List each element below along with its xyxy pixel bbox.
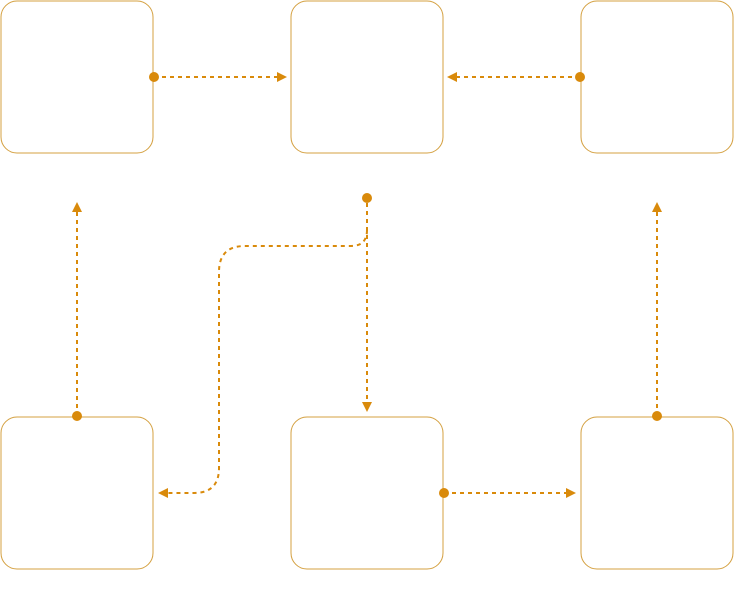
- edge-bottom-center-to-bottom-right: [439, 488, 576, 498]
- box-top-left[interactable]: [0, 0, 154, 154]
- box-top-right[interactable]: [580, 0, 734, 154]
- edge-start-dot: [72, 411, 82, 421]
- edge-junction-to-bottom-left: [158, 229, 368, 498]
- edge-top-right-to-top-center: [447, 72, 585, 82]
- edge-start-dot: [439, 488, 449, 498]
- box-bottom-center[interactable]: [290, 416, 444, 570]
- edge-start-dot: [575, 72, 585, 82]
- edge-start-dot: [652, 411, 662, 421]
- edge-bottom-right-to-top-right: [652, 202, 662, 421]
- box-bottom-right[interactable]: [580, 416, 734, 570]
- edge-top-left-to-top-center: [149, 72, 287, 82]
- edge-start-dot: [149, 72, 159, 82]
- box-top-center[interactable]: [290, 0, 444, 154]
- box-bottom-left[interactable]: [0, 416, 154, 570]
- edge-bottom-left-to-top-left: [72, 202, 82, 421]
- junction-dot: [362, 193, 372, 203]
